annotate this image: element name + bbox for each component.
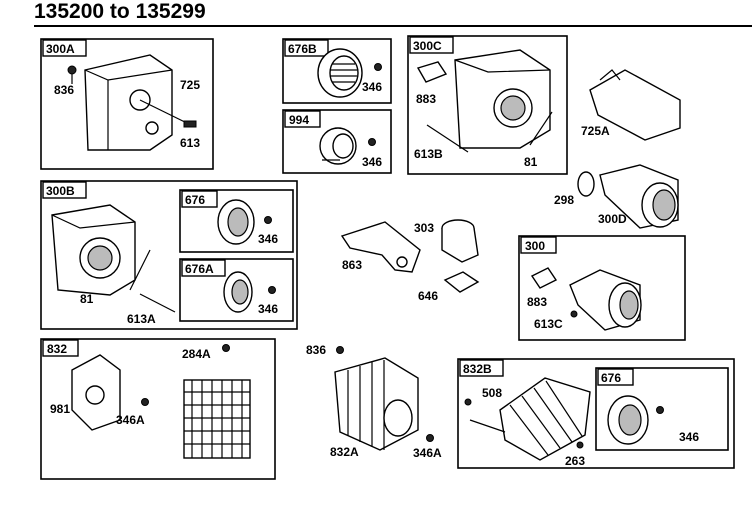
- label-298: 298: [554, 193, 574, 207]
- part-303[interactable]: 303: [414, 219, 479, 263]
- panel-tag-676: 676: [185, 193, 205, 207]
- label-981: 981: [50, 402, 70, 416]
- label-883-300C: 883: [416, 92, 436, 106]
- label-81-300B: 81: [80, 292, 94, 306]
- panel-676A[interactable]: 676A 346: [179, 258, 294, 322]
- panel-tag-832: 832: [47, 342, 67, 356]
- label-346-676B: 346: [362, 80, 382, 94]
- panel-994[interactable]: 994 346: [282, 109, 392, 174]
- label-303: 303: [414, 221, 434, 235]
- label-346-676-lower: 346: [679, 430, 699, 444]
- screen-676-lower-drawing: [607, 395, 664, 445]
- panel-tag-300B: 300B: [46, 184, 75, 198]
- label-346A-loose: 346A: [413, 446, 442, 460]
- label-832A: 832A: [330, 445, 359, 459]
- part-646[interactable]: 646: [418, 271, 480, 303]
- screen-676A-drawing: [223, 271, 276, 313]
- panel-tag-300C: 300C: [413, 39, 442, 53]
- guard-832B-drawing: [464, 377, 591, 461]
- label-725A: 725A: [581, 124, 610, 138]
- label-725: 725: [180, 78, 200, 92]
- label-836: 836: [54, 83, 74, 97]
- label-346-994: 346: [362, 155, 382, 169]
- panel-676[interactable]: 676 346: [179, 189, 294, 253]
- label-300D: 300D: [598, 212, 627, 226]
- panel-tag-994: 994: [289, 113, 309, 127]
- screen-676-drawing: [217, 199, 272, 245]
- part-300D[interactable]: 298 300D: [554, 164, 679, 229]
- label-284A: 284A: [182, 347, 211, 361]
- bracket-725A[interactable]: 725A: [581, 69, 681, 141]
- label-613B: 613B: [414, 147, 443, 161]
- panel-300B[interactable]: 300B 81 613A: [40, 180, 298, 330]
- muffler-300B-drawing: [51, 204, 176, 313]
- panel-300A[interactable]: 300A 836 725 613: [40, 38, 214, 170]
- label-346A-832: 346A: [116, 413, 145, 427]
- label-508: 508: [482, 386, 502, 400]
- label-863: 863: [342, 258, 362, 272]
- panel-832B[interactable]: 832B 508 263: [457, 358, 735, 469]
- panel-tag-676A: 676A: [185, 262, 214, 276]
- label-346-676: 346: [258, 232, 278, 246]
- guard-832A[interactable]: 836 832A 346A: [306, 343, 442, 460]
- bracket-981-drawing: [71, 354, 149, 431]
- panel-676B[interactable]: 676B 346: [282, 38, 392, 104]
- page-title: 135200 to 135299: [34, 0, 206, 23]
- label-346-676A: 346: [258, 302, 278, 316]
- panel-tag-676B: 676B: [288, 42, 317, 56]
- panel-tag-300: 300: [525, 239, 545, 253]
- label-836-loose: 836: [306, 343, 326, 357]
- muffler-300A-drawing: [67, 54, 197, 151]
- label-81-300C: 81: [524, 155, 538, 169]
- label-646: 646: [418, 289, 438, 303]
- panel-tag-832B: 832B: [463, 362, 492, 376]
- panel-832[interactable]: 832 981 346A: [40, 338, 276, 480]
- label-613C: 613C: [534, 317, 563, 331]
- panel-300[interactable]: 300 883 613C: [518, 235, 686, 341]
- label-883-300: 883: [527, 295, 547, 309]
- muffler-300-drawing: [530, 267, 642, 331]
- panel-tag-676-lower: 676: [601, 371, 621, 385]
- muffler-300C-drawing: [416, 49, 553, 153]
- label-263: 263: [565, 454, 585, 468]
- title-rule: [34, 25, 752, 27]
- panel-676-lower[interactable]: 676 346: [595, 367, 729, 451]
- panel-tag-300A: 300A: [46, 42, 75, 56]
- part-863[interactable]: 863: [340, 221, 421, 273]
- spark-arrester-676B-drawing: [317, 48, 382, 98]
- label-613: 613: [180, 136, 200, 150]
- deflector-994-drawing: [319, 127, 376, 165]
- panel-300C[interactable]: 300C 883 613B 81: [407, 35, 568, 175]
- guard-284A-drawing: [183, 344, 251, 459]
- label-613A: 613A: [127, 312, 156, 326]
